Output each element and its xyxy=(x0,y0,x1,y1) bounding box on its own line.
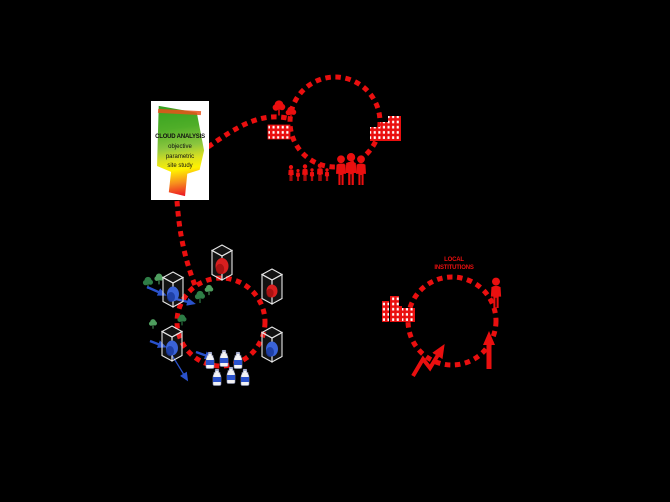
economy-cycle-label: LOCAL INSTITUTIONS xyxy=(418,257,490,272)
printer-box-icon xyxy=(211,244,233,281)
printer-box-icon xyxy=(161,325,183,362)
map-subtitle-line: site study xyxy=(167,162,193,169)
growth-arrow-icon xyxy=(411,344,445,378)
production-cycle-ring xyxy=(174,275,268,369)
factory-icon xyxy=(267,124,291,140)
map-subtitle-line: parametric xyxy=(165,153,195,160)
people-group-icon xyxy=(336,153,366,185)
economy-cycle-ring xyxy=(405,274,499,368)
printer-box-icon xyxy=(261,268,283,305)
map-to-community-connector xyxy=(206,114,292,150)
economy-label-line2: INSTITUTIONS xyxy=(434,264,474,271)
map-title: CLOUD ANALYSIS xyxy=(155,134,205,140)
printer-box-icon xyxy=(162,271,184,308)
economy-label-line1: LOCAL xyxy=(444,257,464,263)
city-skyline-icon xyxy=(382,296,415,322)
map-caption: CLOUD ANALYSIS objective parametric site… xyxy=(151,133,209,171)
city-building-icon xyxy=(370,116,401,141)
community-cycle-ring xyxy=(287,74,383,170)
map-subtitle-line: objective xyxy=(168,144,192,151)
map-to-production-connector xyxy=(174,200,199,289)
cloud-analysis-map-card: CLOUD ANALYSIS objective parametric site… xyxy=(151,101,209,200)
printer-box-icon xyxy=(261,326,283,363)
